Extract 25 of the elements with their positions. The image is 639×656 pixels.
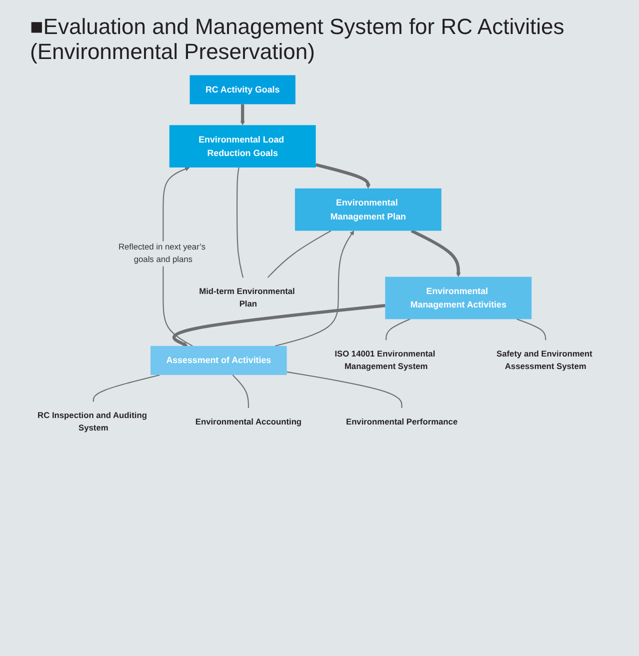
node-text: Environmental Performance xyxy=(346,417,458,426)
node-box: RC Activity Goals xyxy=(190,74,296,104)
node-text: Environmental Accounting xyxy=(195,417,302,426)
arrow xyxy=(274,230,354,346)
diagram-title: ■Evaluation and Management System for RC Activities (Environmental Preservation) xyxy=(30,14,566,65)
connector xyxy=(386,318,410,340)
connector xyxy=(232,374,249,408)
node-text: Mid-term Environmental Plan xyxy=(199,286,295,308)
arrow xyxy=(410,228,461,277)
node-box: Environmental Load Reduction Goals xyxy=(169,124,316,168)
arrow xyxy=(172,304,386,346)
connector xyxy=(267,230,332,278)
node-text: RC Inspection and Auditing System xyxy=(38,410,147,432)
connector xyxy=(92,374,160,402)
node-box: Environmental Management Plan xyxy=(294,188,442,230)
edge-label: Reflected in next year’s goals and plans xyxy=(118,242,206,264)
node-box: Assessment of Activities xyxy=(150,346,287,375)
connector xyxy=(286,371,402,408)
node-box: Environmental Management Activities xyxy=(385,276,532,319)
node-text: Safety and Environment Assessment System xyxy=(496,349,592,371)
node-text: ISO 14001 Environmental Management System xyxy=(334,349,436,371)
arrow xyxy=(315,162,370,188)
connector xyxy=(516,318,546,340)
arrow xyxy=(240,104,245,125)
connector xyxy=(236,166,244,278)
